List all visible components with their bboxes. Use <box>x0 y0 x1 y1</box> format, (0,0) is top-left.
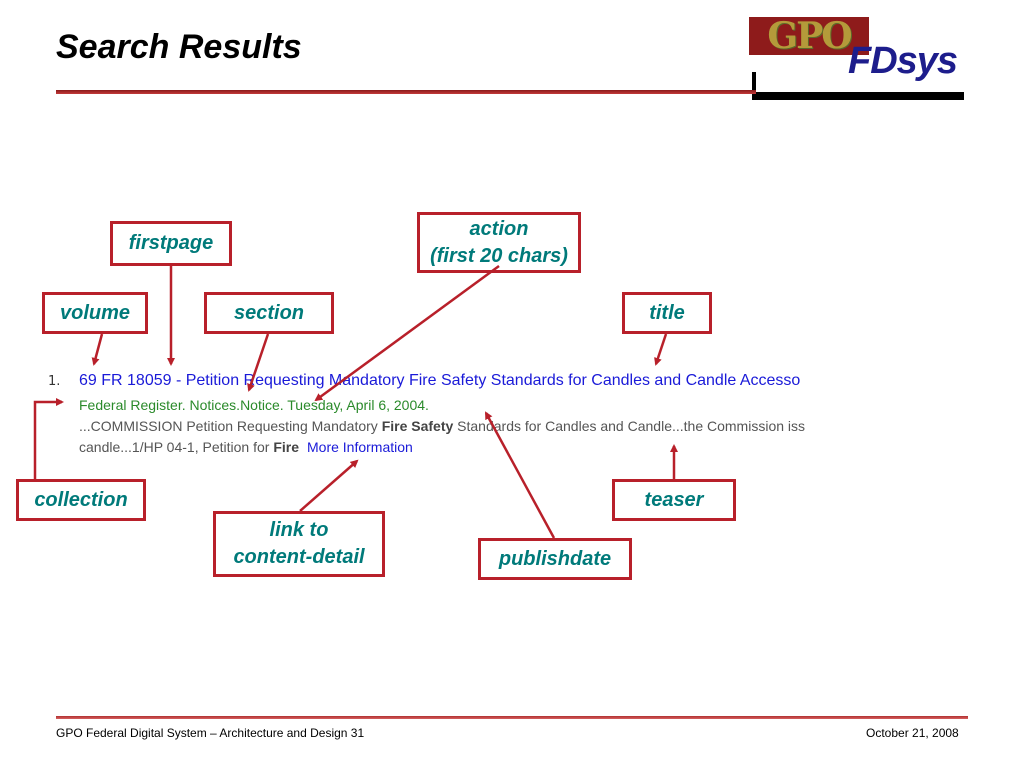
result-teaser-line1: ...COMMISSION Petition Requesting Mandat… <box>79 418 805 434</box>
gpo-logo-text: GPO <box>767 17 852 55</box>
result-teaser-line2: candle...1/HP 04-1, Petition for Fire Mor… <box>79 439 413 455</box>
title-rule <box>56 90 756 94</box>
label-link-line1: link to <box>269 519 329 541</box>
label-title-text: title <box>649 301 685 324</box>
result-title-link[interactable]: 69 FR 18059 - Petition Requesting Mandat… <box>79 372 801 389</box>
slide-title: Search Results <box>56 28 302 66</box>
label-teaser-text: teaser <box>644 488 704 511</box>
label-link-to-content-detail: link to content-detail <box>213 511 385 577</box>
label-teaser: teaser <box>612 479 736 521</box>
more-information-link[interactable]: More Information <box>307 439 413 455</box>
label-action-line2: (first 20 chars) <box>430 244 568 267</box>
label-section-text: section <box>233 301 305 324</box>
arrow-link-to-content-detail <box>299 459 359 512</box>
label-action-line1: action <box>469 217 529 240</box>
footer-rule <box>56 716 968 719</box>
arrow-title <box>654 333 668 366</box>
label-collection-text: collection <box>34 488 128 511</box>
label-volume-text: volume <box>59 301 131 324</box>
label-collection: collection <box>16 479 146 521</box>
result-number: 1. <box>48 374 61 389</box>
teaser-prefix: ...COMMISSION Petition Requesting Mandat… <box>79 418 382 434</box>
teaser-suffix: Standards for Candles and Candle...the C… <box>453 418 806 434</box>
teaser2-prefix: candle...1/HP 04-1, Petition for <box>79 439 274 455</box>
label-action: action (first 20 chars) <box>417 212 581 273</box>
label-firstpage: firstpage <box>110 221 232 266</box>
gpo-logo: GPO <box>749 17 869 55</box>
label-link-line2: content-detail <box>233 546 365 568</box>
label-section: section <box>204 292 334 334</box>
brand-bar-vertical <box>752 72 756 100</box>
footer-left-text: GPO Federal Digital System – Architectur… <box>56 726 365 740</box>
teaser2-highlight: Fire <box>273 439 299 455</box>
footer-date: October 21, 2008 <box>866 726 959 740</box>
search-result-item: 1. 69 FR 18059 - Petition Requesting Man… <box>48 372 922 464</box>
arrow-volume <box>91 333 104 366</box>
result-collection-line: Federal Register. Notices.Notice. Tuesda… <box>79 397 429 413</box>
label-firstpage-text: firstpage <box>128 232 214 254</box>
teaser-highlight: Fire Safety <box>381 418 454 434</box>
label-publishdate: publishdate <box>478 538 632 580</box>
brand-bar-horizontal <box>752 92 964 100</box>
label-title: title <box>622 292 712 334</box>
fdsys-brand: FDsys <box>848 40 958 82</box>
label-volume: volume <box>42 292 148 334</box>
label-publishdate-text: publishdate <box>498 547 612 570</box>
